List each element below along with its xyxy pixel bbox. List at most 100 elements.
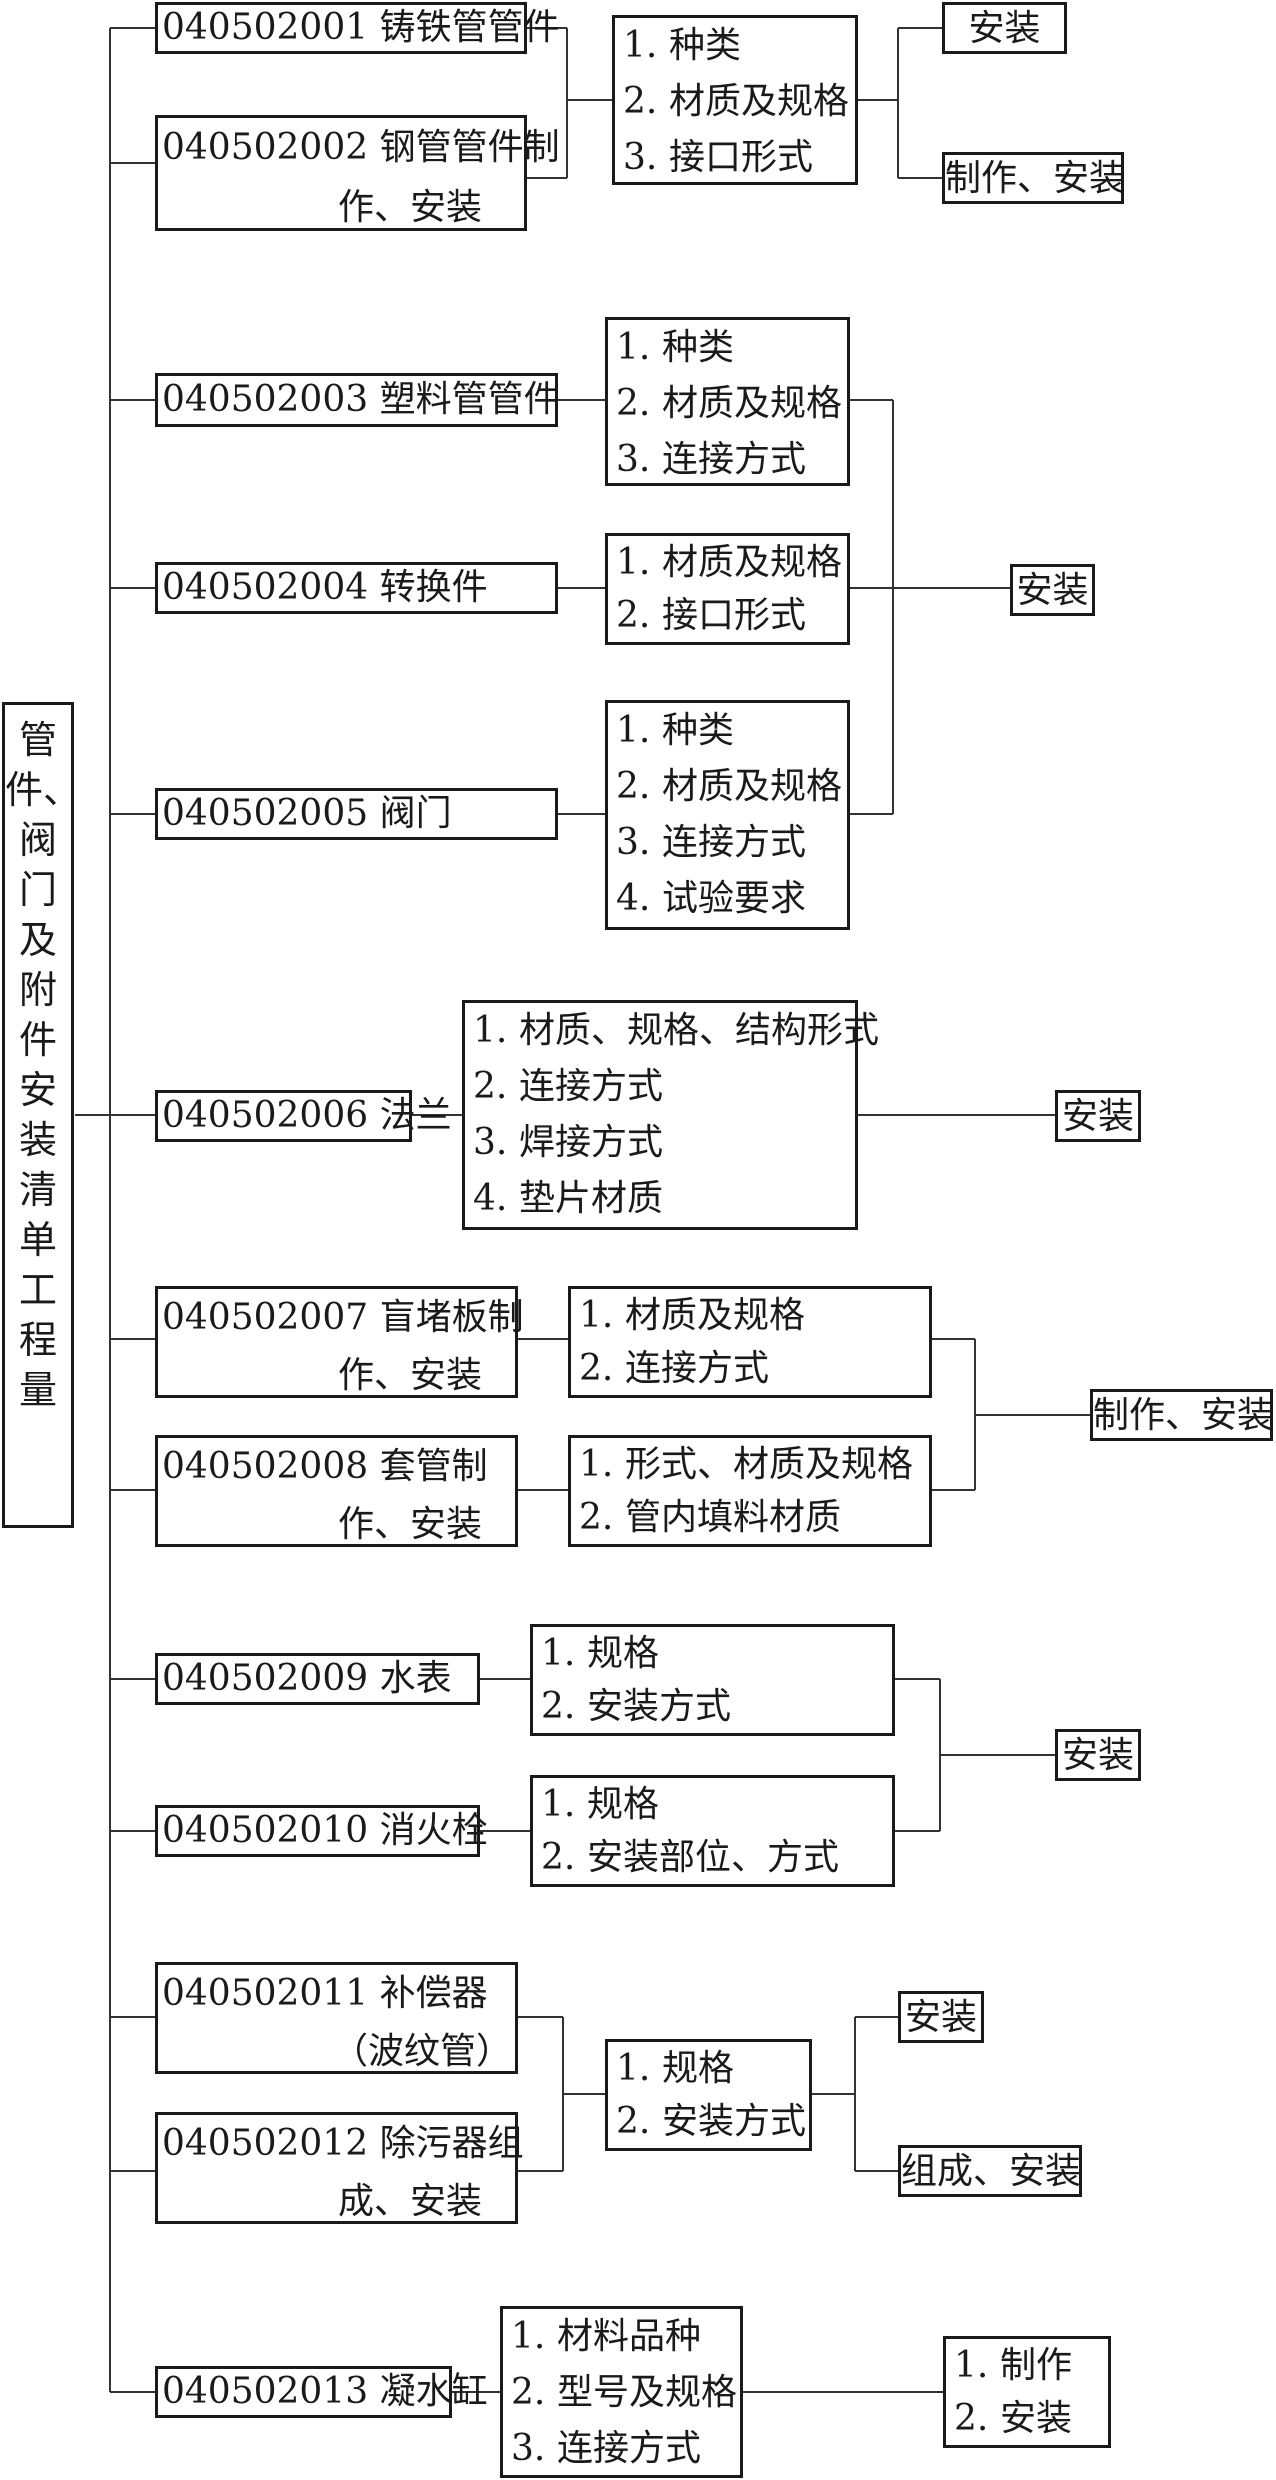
list-item-text: 接口形式 [669, 137, 814, 178]
list-item: 2.连接方式 [579, 1342, 929, 1395]
list-item: 1.形式、材质及规格 [579, 1438, 929, 1491]
item-code: 040502011 补偿器 [162, 1973, 488, 2014]
list-item-number: 1. [616, 327, 651, 368]
list-item-text: 连接方式 [662, 439, 807, 480]
list-item: 4. 试验要求 [616, 871, 847, 927]
work-box-make-install-7-8: 制作、安装 [1090, 1389, 1273, 1441]
list-item-number: 4. [616, 878, 651, 919]
list-item-number: 1. [579, 1444, 614, 1485]
list-item-text: 安装 [1000, 2398, 1073, 2439]
item-code: 040502010 消火栓 [162, 1810, 488, 1851]
item-code: 040502009 水表 [162, 1658, 452, 1699]
item-box-040502011: 040502011 补偿器 （波纹管） [155, 1962, 518, 2074]
list-item-text: 种类 [669, 25, 742, 66]
list-item: 2.型号及规格 [511, 2365, 740, 2421]
list-item-text: 规格 [587, 1633, 660, 1674]
list-item-text: 安装方式 [587, 1686, 732, 1727]
list-item-number: 2. [473, 1066, 508, 1107]
list-item: 1.材质及规格 [616, 536, 847, 589]
list-item: 3.焊接方式 [473, 1115, 855, 1171]
attr-box-7: 1. 材质及规格 2.连接方式 [568, 1286, 932, 1398]
item-code: 040502001 铸铁管管件 [162, 7, 560, 48]
list-item-text: 材质、规格、结构形式 [519, 1010, 880, 1051]
item-code: 040502013 凝水缸 [162, 2371, 488, 2412]
work-box-13: 1. 制作 2.安装 [943, 2336, 1111, 2448]
list-item: 4. 垫片材质 [473, 1171, 855, 1227]
list-item-text: 连接方式 [662, 822, 807, 863]
item-box-040502013: 040502013 凝水缸 [155, 2366, 488, 2418]
attr-box-1: 1. 种类 2. 材质及规格 3. 接口形式 [612, 15, 858, 185]
work-box-install-1: 安装 [942, 2, 1067, 54]
list-item-number: 1. [623, 25, 658, 66]
list-item-text: 材质及规格 [625, 1295, 806, 1336]
work-box-install-11: 安装 [898, 1991, 984, 2043]
item-box-040502002: 040502002 钢管管件制 作、安装 [155, 115, 560, 231]
list-item-text: 连接方式 [625, 1348, 770, 1389]
list-item: 2.安装方式 [616, 2095, 809, 2148]
list-item: 2.安装 [954, 2392, 1108, 2445]
list-item: 1.种类 [616, 320, 847, 376]
root-title-char: 工 [18, 1268, 57, 1312]
list-item-number: 2. [616, 2101, 651, 2142]
list-item-number: 1. [954, 2345, 989, 2386]
list-item: 1.规格 [541, 1778, 892, 1831]
list-item-text: 安装部位、方式 [587, 1837, 840, 1878]
work-box-make-install-2: 制作、安装 [942, 152, 1125, 204]
list-item-text: 材质及规格 [662, 542, 843, 583]
item-code-continuation: 作、安装 [338, 1355, 483, 1396]
list-item: 2.安装方式 [541, 1680, 892, 1733]
list-item-number: 1. [616, 710, 651, 751]
item-box-040502006: 040502006 法兰 [155, 1090, 452, 1142]
item-code: 040502003 塑料管管件 [162, 379, 560, 420]
list-item-number: 1. [511, 2316, 546, 2357]
list-item-number: 2. [541, 1837, 576, 1878]
list-item: 2.材质及规格 [616, 759, 847, 815]
list-item-number: 3. [623, 137, 658, 178]
work-box-install-9-10: 安装 [1055, 1729, 1141, 1781]
item-box-040502012: 040502012 除污器组 成、安装 [155, 2112, 524, 2224]
work-box-install-6: 安装 [1055, 1090, 1141, 1142]
list-item-text: 规格 [662, 2048, 735, 2089]
list-item: 2.管内填料材质 [579, 1491, 929, 1544]
item-box-040502004: 040502004 转换件 [155, 562, 558, 614]
item-box-040502003: 040502003 塑料管管件 [155, 373, 560, 427]
item-box-040502007: 040502007 盲堵板制 作、安装 [155, 1286, 524, 1398]
list-item-text: 制作 [1000, 2345, 1073, 2386]
root-category-box: 管件、阀门及附件安装清单工程量 [2, 702, 81, 1528]
list-item: 1.规格 [541, 1627, 892, 1680]
list-item-text: 连接方式 [557, 2428, 702, 2469]
item-code: 040502007 盲堵板制 [162, 1297, 524, 1338]
root-title-char: 清 [18, 1168, 57, 1212]
list-item-number: 3. [511, 2428, 546, 2469]
list-item-number: 2. [623, 81, 658, 122]
list-item: 3. 连接方式 [511, 2421, 740, 2477]
list-item-number: 1. [579, 1295, 614, 1336]
list-item-number: 4. [473, 1178, 508, 1219]
list-item-number: 2. [511, 2372, 546, 2413]
list-item: 1.材质、规格、结构形式 [473, 1003, 879, 1059]
list-item-text: 材质及规格 [662, 383, 843, 424]
list-item: 1. 种类 [623, 18, 855, 74]
list-item-text: 垫片材质 [519, 1178, 664, 1219]
list-item-text: 焊接方式 [519, 1122, 664, 1163]
item-code-continuation: 作、安装 [338, 187, 483, 228]
list-item-text: 试验要求 [662, 878, 807, 919]
list-item-number: 3. [616, 822, 651, 863]
list-item-text: 材质及规格 [669, 81, 850, 122]
item-code: 040502002 钢管管件制 [162, 127, 560, 168]
list-item: 3. 连接方式 [616, 432, 847, 488]
work-box-install-3-5: 安装 [1010, 564, 1095, 616]
work-box-assemble-install-12: 组成、安装 [898, 2145, 1082, 2197]
list-item-number: 3. [616, 439, 651, 480]
item-code: 040502008 套管制 [162, 1446, 488, 1487]
list-item: 2.材质及规格 [616, 376, 847, 432]
list-item: 2. 安装部位、方式 [541, 1831, 892, 1884]
item-box-040502009: 040502009 水表 [155, 1653, 480, 1705]
item-box-040502010: 040502010 消火栓 [155, 1805, 488, 1857]
